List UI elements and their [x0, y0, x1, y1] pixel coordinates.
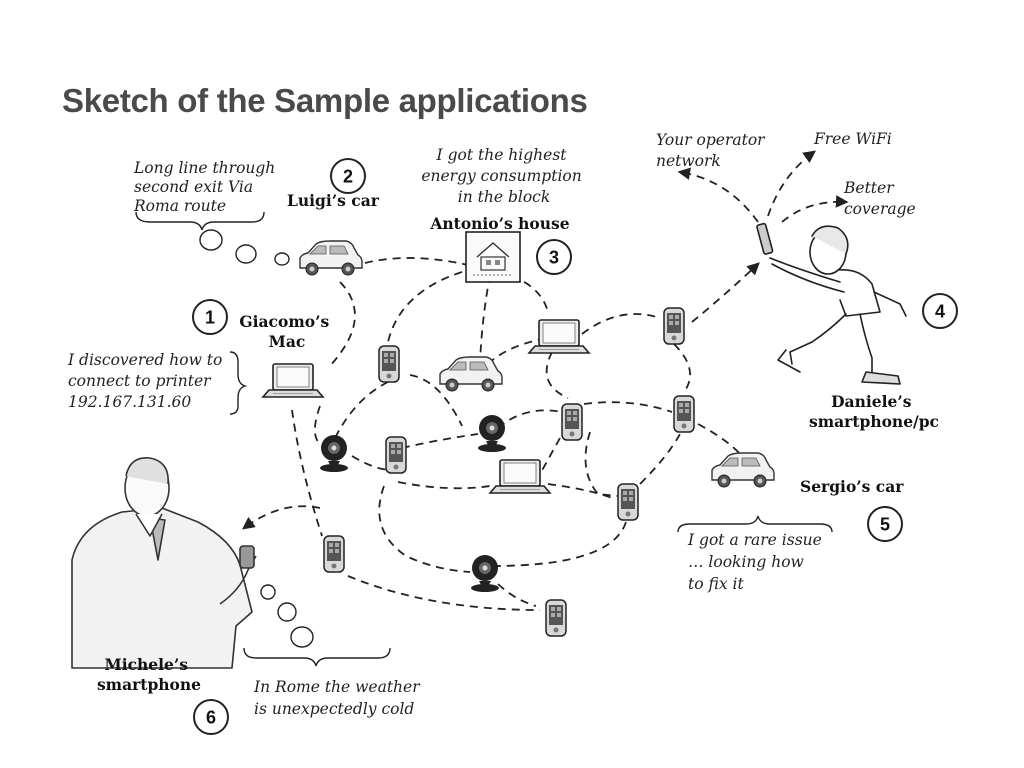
coverage-signal-arrow — [781, 195, 849, 223]
svg-text:2: 2 — [343, 167, 353, 187]
daniele-figure — [756, 222, 907, 385]
smartphone-icon — [617, 483, 639, 521]
antonio-note: I got the highest energy consumption in … — [421, 146, 586, 206]
smartphone-icon — [545, 599, 567, 637]
number-badge-1: 1 — [192, 299, 228, 335]
smartphone-icon — [673, 395, 695, 433]
daniele-coverage-note: Better coverage — [843, 179, 916, 218]
daniele-link-arrow — [691, 262, 760, 323]
smartphone-icon — [385, 436, 407, 474]
network-links — [291, 257, 743, 611]
laptop-icon — [489, 459, 551, 494]
luigi-note-brace — [135, 211, 265, 231]
giacomo-note-brace — [229, 351, 248, 415]
laptop-icon — [528, 319, 590, 354]
webcam-icon — [320, 435, 348, 472]
michele-label: Michele’s smartphone — [97, 655, 201, 694]
svg-text:1: 1 — [205, 308, 215, 328]
luigi-note: Long line through second exit Via Roma r… — [133, 159, 280, 215]
sergio-note: I got a rare issue … looking how to fix … — [687, 531, 827, 593]
svg-text:4: 4 — [935, 302, 945, 322]
svg-text:5: 5 — [880, 515, 890, 535]
webcam-icon — [478, 415, 506, 452]
smartphone-icon — [561, 403, 583, 441]
daniele-wifi-note: Free WiFi — [813, 130, 892, 148]
slide-title: Sketch of the Sample applications — [62, 82, 588, 119]
antonio-label: Antonio’s house — [429, 214, 569, 233]
giacomo-laptop-icon — [262, 363, 324, 398]
svg-text:6: 6 — [206, 708, 216, 728]
number-badge-5: 5 — [867, 506, 903, 542]
sergio-label: Sergio’s car — [800, 477, 904, 496]
luigi-label: Luigi’s car — [287, 191, 380, 210]
number-badge-6: 6 — [193, 699, 229, 735]
sergio-car-icon — [711, 452, 775, 488]
operator-signal-arrow — [677, 167, 759, 223]
number-badge-3: 3 — [536, 239, 572, 275]
smartphone-icon — [663, 307, 685, 345]
car-icon — [439, 356, 503, 392]
wifi-signal-arrow — [767, 150, 817, 217]
webcam-icon — [471, 555, 499, 592]
daniele-operator-note: Your operator network — [656, 131, 770, 170]
michele-thought-bubbles — [260, 584, 314, 648]
daniele-label: Daniele’s smartphone/pc — [809, 392, 939, 431]
sergio-note-brace — [677, 515, 833, 533]
michele-figure — [71, 457, 257, 669]
michele-note: In Rome the weather is unexpectedly cold — [253, 678, 425, 718]
number-badge-4: 4 — [922, 293, 958, 329]
luigi-thought-bubbles — [199, 229, 290, 266]
luigi-car-icon — [299, 240, 363, 276]
michele-note-brace — [243, 647, 391, 667]
house-icon — [465, 231, 521, 283]
giacomo-label: Giacomo’s Mac — [239, 312, 334, 351]
svg-text:3: 3 — [549, 248, 559, 268]
number-badge-2: 2 — [330, 158, 366, 194]
giacomo-note: I discovered how to connect to printer 1… — [67, 351, 227, 411]
smartphone-icon — [378, 345, 400, 383]
smartphone-icon — [323, 535, 345, 573]
michele-link-arrow — [241, 505, 321, 530]
